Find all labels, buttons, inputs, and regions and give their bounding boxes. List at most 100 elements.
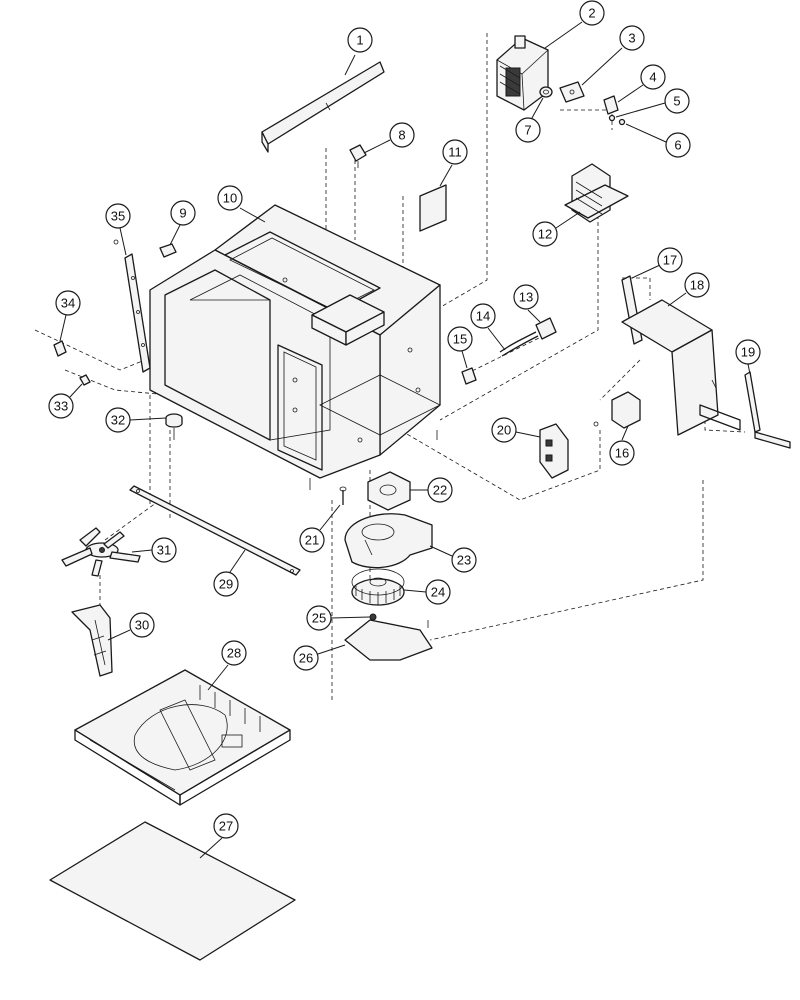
part-21-screw <box>339 486 347 505</box>
part-15-fuse-holder <box>461 367 477 385</box>
callout-8: 8 <box>363 122 415 154</box>
callout-33: 33 <box>48 383 83 419</box>
callout-2-label: 2 <box>588 6 595 21</box>
callout-15-label: 15 <box>453 332 467 347</box>
part-28-bottom-tray <box>74 669 291 806</box>
part-1-top-trim <box>261 61 385 153</box>
callout-11-label: 11 <box>448 145 462 160</box>
part-8-clip <box>349 144 367 168</box>
callout-12: 12 <box>532 211 581 247</box>
callout-19-label: 19 <box>741 345 755 360</box>
callout-19: 19 <box>735 339 761 375</box>
callout-20-label: 20 <box>497 423 511 438</box>
callout-35: 35 <box>105 203 131 256</box>
part-9-block <box>159 243 177 258</box>
callout-14: 14 <box>470 303 506 351</box>
callout-32-label: 32 <box>111 413 125 428</box>
callout-2: 2 <box>544 0 605 49</box>
callout-1: 1 <box>344 27 373 76</box>
callout-5: 5 <box>615 88 690 118</box>
callout-23-label: 23 <box>457 553 471 568</box>
part-30-stirrer-arm <box>71 604 113 677</box>
callout-35-label: 35 <box>111 209 125 224</box>
callout-13: 13 <box>513 284 541 323</box>
part-29-long-bar <box>129 485 301 576</box>
part-22-fan-motor <box>367 471 411 511</box>
callout-26-label: 26 <box>299 651 313 666</box>
callout-26: 26 <box>293 644 346 671</box>
callout-34-label: 34 <box>61 296 75 311</box>
callout-10: 10 <box>217 185 266 223</box>
callout-27: 27 <box>199 813 239 859</box>
part-33-clip <box>79 374 91 386</box>
callout-21: 21 <box>299 504 341 553</box>
part-23-blower-housing <box>344 513 433 569</box>
part-35-hinge-strip <box>113 239 151 373</box>
callout-29: 29 <box>213 549 246 597</box>
part-19-latch-rod <box>744 371 791 449</box>
part-31-stirrer-fan <box>61 527 141 577</box>
part-11-label <box>419 184 447 232</box>
part-17-bracket <box>621 275 643 345</box>
callout-7-label: 7 <box>524 123 531 138</box>
part-12-transformer <box>564 163 629 223</box>
callout-6-label: 6 <box>674 138 681 153</box>
callout-20: 20 <box>491 417 541 443</box>
part-13-14-power-cord <box>499 317 557 357</box>
callout-33-label: 33 <box>54 399 68 414</box>
callout-24-label: 24 <box>431 585 445 600</box>
callout-9: 9 <box>169 200 196 246</box>
part-32-foot <box>165 413 183 440</box>
part-3-plate <box>559 81 585 103</box>
callout-7: 7 <box>515 97 544 143</box>
callout-22-label: 22 <box>433 483 447 498</box>
callout-11: 11 <box>439 139 468 187</box>
callout-18: 18 <box>667 272 710 307</box>
callout-12-label: 12 <box>538 227 552 242</box>
callout-17-label: 17 <box>663 253 677 268</box>
part-20-switch <box>539 423 569 479</box>
callout-10-label: 10 <box>223 191 237 206</box>
part-26-base-plate <box>344 619 433 661</box>
callout-5-label: 5 <box>673 94 680 109</box>
part-10-oven-cavity <box>149 204 441 490</box>
callout-30: 30 <box>107 612 155 641</box>
callout-32: 32 <box>105 407 167 433</box>
callout-6: 6 <box>625 123 691 158</box>
callout-31-label: 31 <box>157 543 171 558</box>
callout-9-label: 9 <box>179 206 186 221</box>
callout-16-label: 16 <box>615 446 629 461</box>
part-7-gasket <box>539 86 553 98</box>
callout-25: 25 <box>306 605 371 631</box>
callout-24: 24 <box>403 579 451 605</box>
callout-30-label: 30 <box>135 618 149 633</box>
part-4-5-6-small-parts <box>603 95 626 126</box>
callout-13-label: 13 <box>519 290 533 305</box>
callout-17: 17 <box>631 247 683 279</box>
callout-4-label: 4 <box>649 70 656 85</box>
callout-31: 31 <box>131 537 177 563</box>
callout-4: 4 <box>617 64 666 103</box>
callout-25-label: 25 <box>312 611 326 626</box>
callout-3: 3 <box>581 25 645 86</box>
callout-27-label: 27 <box>219 819 233 834</box>
callout-15: 15 <box>447 326 473 369</box>
part-16-relay <box>593 391 641 429</box>
part-34-hinge-clip <box>53 340 67 357</box>
callout-8-label: 8 <box>398 128 405 143</box>
callouts: 1 2 3 4 5 6 7 <box>48 0 761 859</box>
callout-21-label: 21 <box>305 533 319 548</box>
part-27-sheet <box>49 821 296 961</box>
part-24-blower-wheel <box>351 568 405 606</box>
callout-1-label: 1 <box>356 33 363 48</box>
callout-34: 34 <box>55 290 81 342</box>
callout-29-label: 29 <box>219 577 233 592</box>
callout-14-label: 14 <box>476 309 490 324</box>
part-18-control-box <box>621 299 741 436</box>
callout-3-label: 3 <box>628 31 635 46</box>
part-2-magnetron <box>496 35 549 111</box>
callout-16: 16 <box>609 425 635 466</box>
callout-22: 22 <box>410 477 453 503</box>
callout-23: 23 <box>429 545 477 573</box>
